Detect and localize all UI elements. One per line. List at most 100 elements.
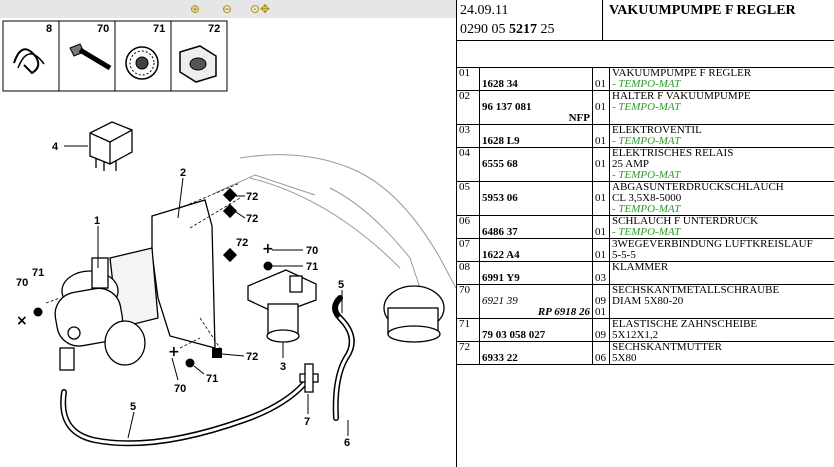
part-reference[interactable]: 5953 06 — [479, 181, 593, 216]
part-position: 02 — [457, 90, 480, 125]
part-quantity: 03 — [592, 261, 610, 285]
hose-5-upper — [332, 295, 343, 321]
electrovalve-part — [247, 269, 317, 343]
part-number[interactable]: 79 03 058 027 — [482, 329, 546, 341]
diagram-panel: ⊕ ⊖ ⊙✥ — [0, 0, 456, 449]
callout-70: 70 — [306, 245, 318, 257]
hardware-label-8: 8 — [46, 23, 52, 35]
hardware-label-71: 71 — [153, 23, 165, 35]
washer-icon — [125, 46, 159, 80]
nut-symbol — [222, 187, 238, 203]
part-description: VAKUUMPUMPE F REGLER- TEMPO-MAT — [609, 68, 834, 91]
callout-71: 71 — [32, 267, 44, 279]
callout-5-upper: 5 — [338, 279, 344, 291]
callout-5-lower: 5 — [130, 401, 136, 413]
part-number[interactable]: 6486 37 — [482, 226, 518, 238]
part-reference[interactable]: 1622 A4 — [479, 238, 593, 262]
nut-symbol — [212, 348, 222, 358]
part-reference[interactable]: 1628 34 — [479, 68, 593, 91]
part-quantity: 01 — [592, 147, 610, 182]
nut-symbol — [222, 203, 238, 219]
bolt-icon — [69, 43, 112, 71]
leader-lines — [45, 182, 241, 349]
callout-72: 72 — [246, 191, 258, 203]
callout-72: 72 — [246, 351, 258, 363]
part-number[interactable]: 1622 A4 — [482, 249, 520, 261]
header-divider — [602, 0, 603, 40]
callout-72: 72 — [236, 237, 248, 249]
zoom-move-icon[interactable]: ⊙✥ — [249, 2, 271, 16]
washer-symbol — [33, 307, 43, 317]
callout-1: 1 — [94, 215, 100, 227]
three-way-connector-part — [299, 363, 319, 393]
part-quantity: 01 — [592, 215, 610, 239]
part-number[interactable]: 6921 39 — [482, 295, 518, 307]
callout-labels: 1 2 3 4 5 5 6 7 70 70 70 71 71 71 72 72 … — [16, 141, 350, 449]
vacuum-pump-part — [54, 257, 146, 371]
part-reference[interactable]: 6486 37 — [479, 215, 593, 239]
part-position: 07 — [457, 238, 480, 262]
reservoir-part — [383, 285, 445, 343]
part-number[interactable]: 1628 L9 — [482, 135, 520, 147]
part-number[interactable]: 6555 68 — [482, 158, 518, 170]
washer-symbol — [263, 261, 273, 271]
part-reference[interactable]: 79 03 058 027 — [479, 318, 593, 342]
part-description: HALTER F VAKUUMPUMPE- TEMPO-MAT — [609, 90, 834, 125]
bolt-symbol: + — [262, 241, 274, 257]
callout-4: 4 — [52, 141, 59, 153]
part-note: NFP — [568, 112, 590, 124]
part-description: SCHLAUCH F UNTERDRUCK- TEMPO-MAT — [609, 215, 834, 239]
part-reference[interactable]: 1628 L9 — [479, 124, 593, 148]
part-number[interactable]: 96 137 081 — [482, 101, 532, 113]
part-note: RP 6918 26 — [537, 306, 590, 318]
nut-icon — [179, 45, 217, 83]
callout-3: 3 — [280, 361, 286, 373]
callout-70: 70 — [16, 277, 28, 289]
callout-72: 72 — [246, 213, 258, 225]
part-reference[interactable]: 6555 68 — [479, 147, 593, 182]
part-reference[interactable]: 6933 22 — [479, 341, 593, 365]
part-number[interactable]: 1628 34 — [482, 78, 518, 90]
callout-6: 6 — [344, 437, 350, 449]
vehicle-body-outline — [214, 154, 456, 319]
part-position: 70 — [457, 284, 480, 319]
part-quantity: 01 — [592, 238, 610, 262]
part-number[interactable]: 6933 22 — [482, 352, 518, 364]
part-reference[interactable]: 6921 39 RP 6918 26 — [479, 284, 593, 319]
callout-71: 71 — [306, 261, 318, 273]
catalog-reference: 0290 05 5217 25 — [460, 22, 555, 37]
part-quantity: 01 — [592, 124, 610, 148]
exploded-view-diagram: 8 70 71 72 — [2, 20, 456, 449]
zoom-in-icon[interactable]: ⊕ — [189, 2, 201, 16]
fastener-symbols — [33, 187, 273, 368]
callout-7: 7 — [304, 416, 310, 428]
hardware-label-70: 70 — [97, 23, 109, 35]
catalog-date: 24.09.11 — [460, 3, 509, 18]
part-position: 04 — [457, 147, 480, 182]
bolt-symbols: + + × — [16, 241, 274, 360]
nut-symbol — [222, 247, 238, 263]
part-number[interactable]: 5953 06 — [482, 192, 518, 204]
zoom-out-icon[interactable]: ⊖ — [221, 2, 233, 16]
part-number[interactable]: 6991 Y9 — [482, 272, 520, 284]
washer-symbol — [185, 358, 195, 368]
part-position: 05 — [457, 181, 480, 216]
part-reference[interactable]: 6991 Y9 — [479, 261, 593, 285]
part-quantity: 06 — [592, 341, 610, 365]
